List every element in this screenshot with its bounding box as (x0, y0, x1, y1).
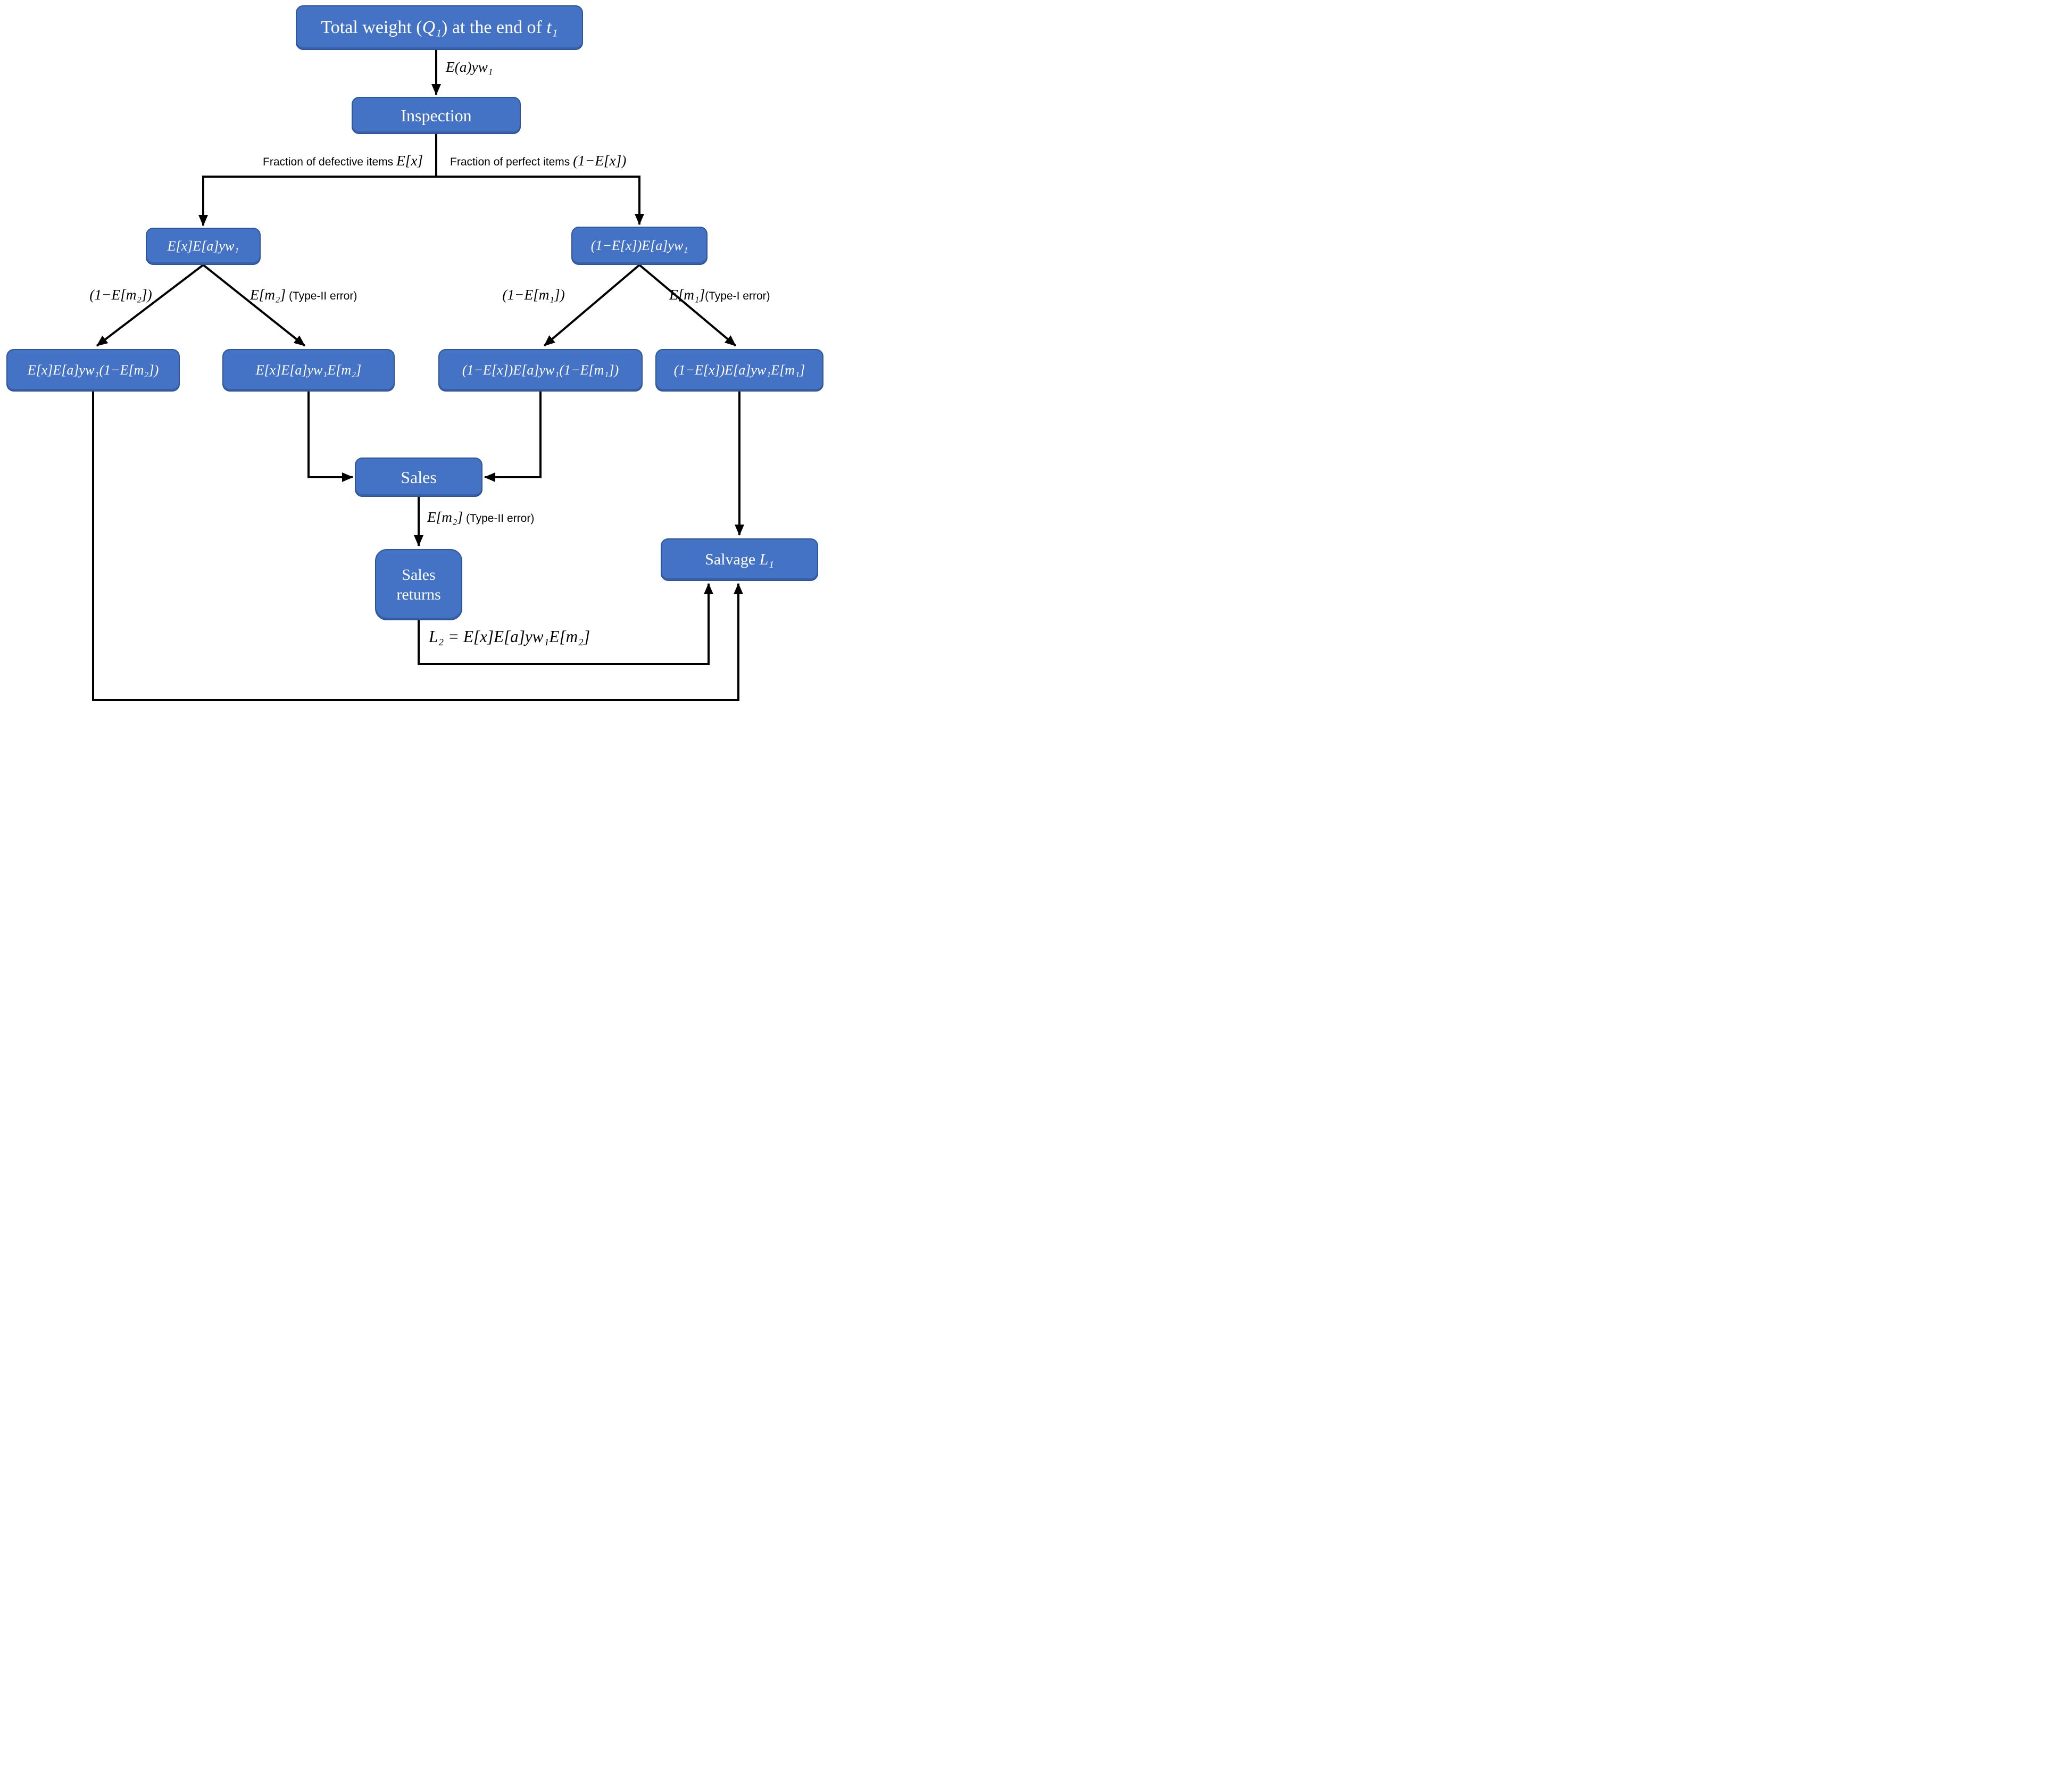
node-sales-returns-label: Sales returns (396, 566, 441, 604)
edge-perfect-accepted (543, 264, 640, 347)
node-perfect-rejected-label: (1−E[x])E[a]yw₁E[m₁] (673, 362, 805, 378)
edge-undetected-to-sales (307, 392, 353, 482)
node-perfect-quantity-label: (1−E[x])E[a]yw₁ (590, 237, 688, 253)
node-total-weight-label: Total weight (Q₁) at the end of t₁ (321, 17, 558, 37)
label-defective-fraction: Fraction of defective items E[x] (263, 153, 423, 169)
node-sales-returns: Sales returns (375, 549, 462, 620)
edge-defective-type2 (202, 264, 306, 347)
node-defective-undetected-label: E[x]E[a]yw₁E[m₂] (255, 362, 362, 378)
node-defective-detected: E[x]E[a]yw₁(1−E[m₂]) (6, 349, 180, 392)
node-defective-undetected: E[x]E[a]yw₁E[m₂] (222, 349, 395, 392)
node-sales: Sales (355, 458, 482, 497)
node-perfect-quantity: (1−E[x])E[a]yw₁ (571, 227, 708, 265)
edge-detected-to-salvage (92, 392, 743, 701)
label-sales-return-fraction: E[m₂] (Type-II error) (427, 509, 535, 525)
node-salvage-label: Salvage L₁ (705, 551, 774, 569)
node-perfect-accepted: (1−E[x])E[a]yw₁(1−E[m₁]) (438, 349, 643, 392)
node-total-weight: Total weight (Q₁) at the end of t₁ (296, 5, 583, 50)
node-defective-detected-label: E[x]E[a]yw₁(1−E[m₂]) (27, 362, 159, 378)
label-perfect-fraction: Fraction of perfect items (1−E[x]) (450, 153, 627, 169)
label-input-quantity: E(a)yw₁ (446, 59, 493, 75)
edge-perfect-type1 (638, 264, 737, 347)
node-defective-quantity: E[x]E[a]yw₁ (146, 228, 261, 265)
label-type2-error: E[m₂] (Type-II error) (250, 287, 357, 303)
label-type1-error: E[m₁](Type-I error) (669, 287, 770, 303)
node-salvage: Salvage L₁ (661, 538, 818, 581)
edge-returns-to-salvage (418, 583, 713, 665)
flowchart-canvas: Total weight (Q₁) at the end of t₁ Inspe… (0, 0, 829, 712)
label-accepted-fraction: (1−E[m₁]) (502, 287, 565, 303)
node-perfect-accepted-label: (1−E[x])E[a]yw₁(1−E[m₁]) (462, 362, 619, 378)
node-defective-quantity-label: E[x]E[a]yw₁ (167, 238, 239, 254)
label-detected-fraction: (1−E[m₂]) (89, 287, 152, 303)
node-inspection: Inspection (352, 97, 521, 134)
edge-accepted-to-sales (484, 392, 542, 482)
node-perfect-rejected: (1−E[x])E[a]yw₁E[m₁] (655, 349, 823, 392)
edge-defective-detected (96, 264, 204, 347)
node-sales-label: Sales (401, 468, 437, 487)
node-inspection-label: Inspection (401, 106, 472, 125)
connector-layer (92, 50, 744, 701)
label-l2-salvage: L₂ = E[x]E[a]yw₁E[m₂] (429, 627, 590, 646)
